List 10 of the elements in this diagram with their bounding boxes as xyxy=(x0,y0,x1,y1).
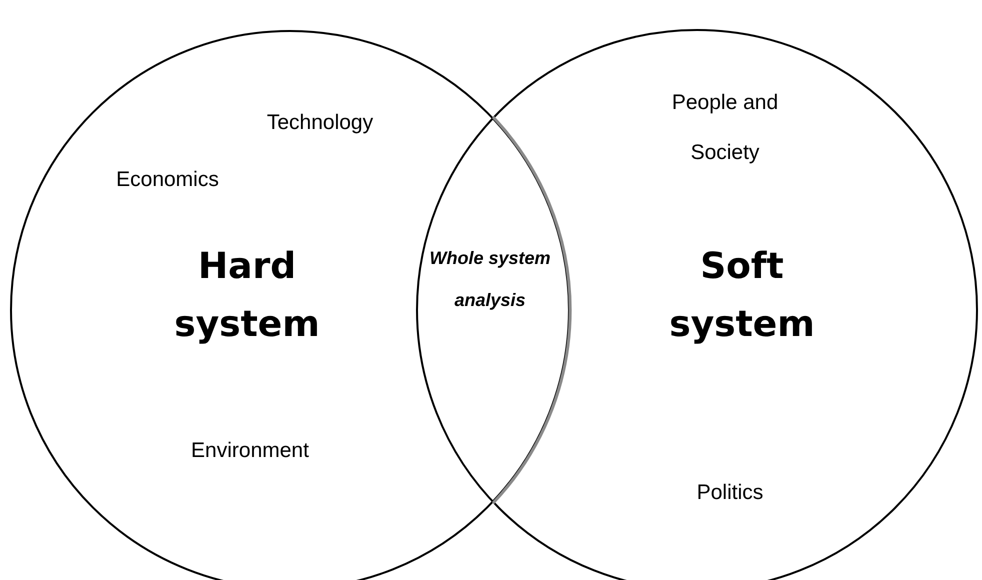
circle-title: Soft system xyxy=(668,245,816,347)
circle-title: Hard system xyxy=(173,245,321,347)
overlap-title: Whole system analysis xyxy=(428,247,552,312)
topic-label: Environment xyxy=(190,438,310,464)
topic-label: Economics xyxy=(115,167,220,193)
topic-label: People and Society xyxy=(670,90,780,166)
circle xyxy=(416,29,978,580)
topic-label: Politics xyxy=(696,480,764,506)
circle xyxy=(10,30,570,580)
topic-label: Technology xyxy=(266,110,374,136)
